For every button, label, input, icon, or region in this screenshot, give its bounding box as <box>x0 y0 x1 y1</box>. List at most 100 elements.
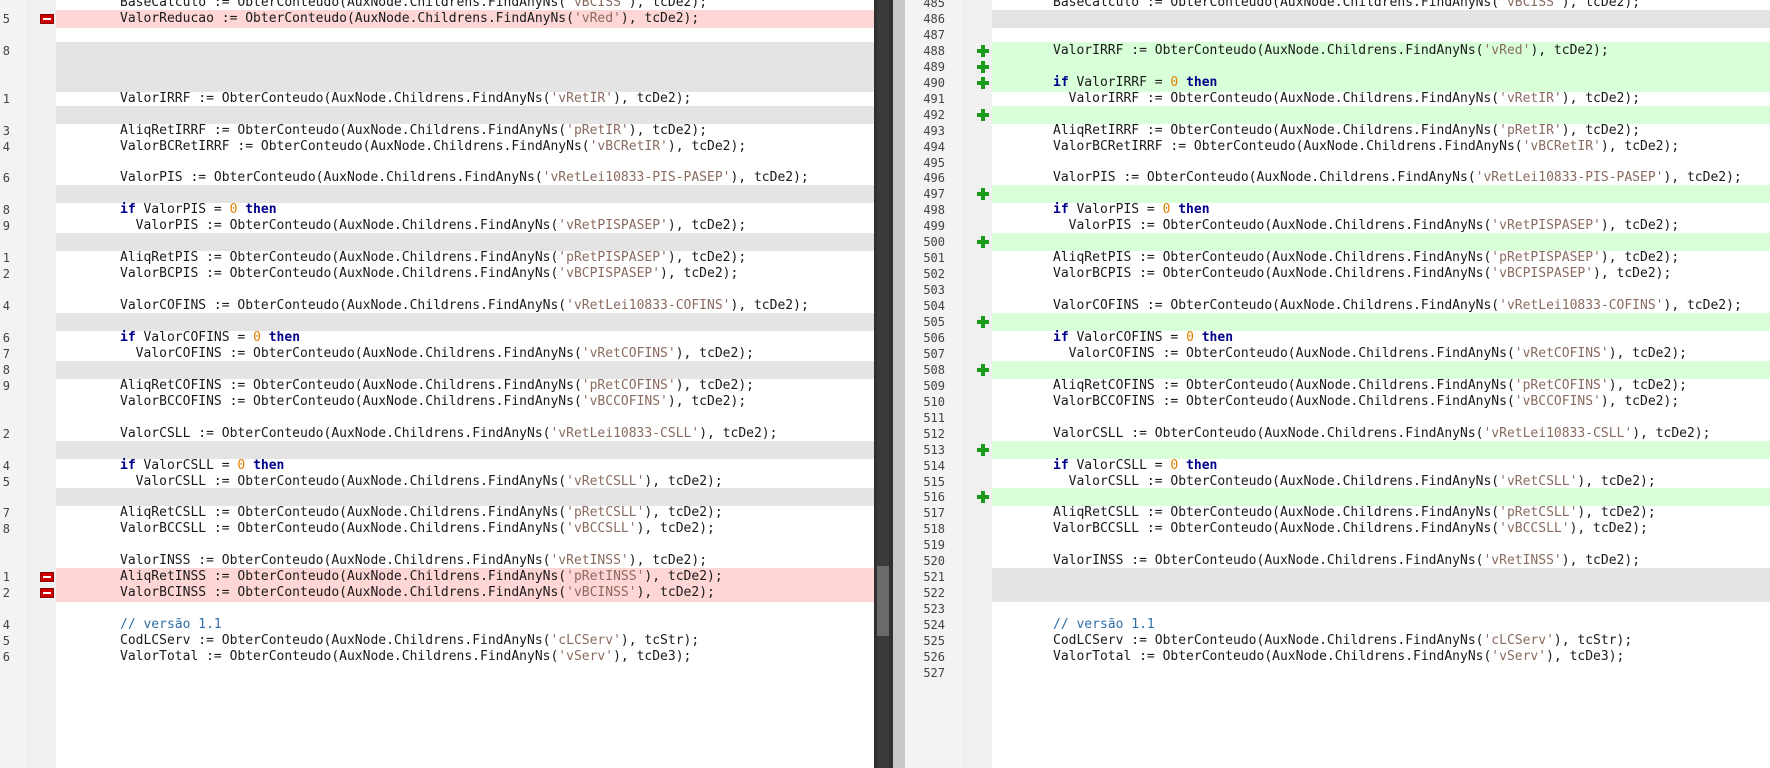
left-diff-line[interactable]: ValorBCCOFINS := ObterConteudo(AuxNode.C… <box>0 393 874 411</box>
right-diff-line[interactable]: 521 <box>905 568 1770 586</box>
right-diff-line[interactable]: 527 <box>905 664 1770 682</box>
right-diff-line[interactable]: 495 <box>905 154 1770 172</box>
right-diff-line[interactable]: 487 <box>905 26 1770 44</box>
right-diff-line[interactable]: 499 ValorPIS := ObterConteudo(AuxNode.Ch… <box>905 217 1770 235</box>
right-diff-line[interactable]: 516 <box>905 488 1770 506</box>
plus-icon[interactable] <box>977 77 989 89</box>
plus-icon[interactable] <box>977 61 989 73</box>
right-diff-line[interactable]: 497 <box>905 185 1770 203</box>
left-diff-line[interactable]: ValorINSS := ObterConteudo(AuxNode.Child… <box>0 552 874 570</box>
plus-icon[interactable] <box>977 491 989 503</box>
pane-divider[interactable] <box>874 0 905 768</box>
right-diff-line[interactable]: 489 <box>905 58 1770 76</box>
right-diff-line[interactable]: 500 <box>905 233 1770 251</box>
left-diff-line[interactable]: 7 ValorCOFINS := ObterConteudo(AuxNode.C… <box>0 345 874 363</box>
left-diff-line[interactable] <box>0 313 874 331</box>
left-diff-line[interactable]: 9 ValorPIS := ObterConteudo(AuxNode.Chil… <box>0 217 874 235</box>
plus-icon[interactable] <box>977 236 989 248</box>
plus-icon[interactable] <box>977 364 989 376</box>
right-diff-line[interactable]: 507 ValorCOFINS := ObterConteudo(AuxNode… <box>905 345 1770 363</box>
right-diff-line[interactable]: 511 <box>905 409 1770 427</box>
left-diff-line[interactable] <box>0 233 874 251</box>
right-diff-line[interactable]: 491 ValorIRRF := ObterConteudo(AuxNode.C… <box>905 90 1770 108</box>
right-diff-line[interactable]: 519 <box>905 536 1770 554</box>
line-background <box>992 584 1770 602</box>
plus-icon[interactable] <box>977 188 989 200</box>
plus-icon[interactable] <box>977 316 989 328</box>
plus-icon[interactable] <box>977 444 989 456</box>
minus-icon[interactable] <box>40 588 54 598</box>
plus-icon[interactable] <box>977 109 989 121</box>
vertical-scrollbar-track[interactable] <box>877 0 889 768</box>
left-diff-line[interactable] <box>0 441 874 459</box>
right-diff-line[interactable]: 513 <box>905 441 1770 459</box>
right-diff-line[interactable]: 522 <box>905 584 1770 602</box>
left-diff-pane[interactable]: BaseCalculo := ObterConteudo(AuxNode.Chi… <box>0 0 874 768</box>
left-diff-line[interactable] <box>0 58 874 76</box>
minus-icon[interactable] <box>40 14 54 24</box>
vertical-scrollbar-thumb[interactable] <box>877 566 889 636</box>
left-diff-line[interactable] <box>0 74 874 92</box>
right-diff-line[interactable]: 486 <box>905 10 1770 28</box>
left-diff-line[interactable]: 5 ValorCSLL := ObterConteudo(AuxNode.Chi… <box>0 473 874 491</box>
right-diff-line[interactable]: 523 <box>905 600 1770 618</box>
right-diff-line[interactable]: 503 <box>905 281 1770 299</box>
left-diff-line[interactable] <box>0 185 874 203</box>
left-line-number-gutter <box>0 0 26 768</box>
minus-icon[interactable] <box>40 572 54 582</box>
left-diff-line[interactable] <box>0 106 874 124</box>
left-diff-line[interactable]: BaseCalculo := ObterConteudo(AuxNode.Chi… <box>0 0 874 12</box>
right-diff-line[interactable]: 508 <box>905 361 1770 379</box>
left-diff-line[interactable] <box>0 488 874 506</box>
right-diff-line[interactable]: 524// versão 1.1 <box>905 616 1770 634</box>
left-diff-line[interactable]: 4// versão 1.1 <box>0 616 874 634</box>
right-diff-line[interactable]: 505 <box>905 313 1770 331</box>
right-diff-line[interactable]: 492 <box>905 106 1770 124</box>
left-diff-line[interactable]: 8 <box>0 42 874 60</box>
plus-icon[interactable] <box>977 45 989 57</box>
line-background <box>56 361 874 379</box>
right-diff-line[interactable]: 515 ValorCSLL := ObterConteudo(AuxNode.C… <box>905 473 1770 491</box>
left-diff-line[interactable]: 8 <box>0 361 874 379</box>
